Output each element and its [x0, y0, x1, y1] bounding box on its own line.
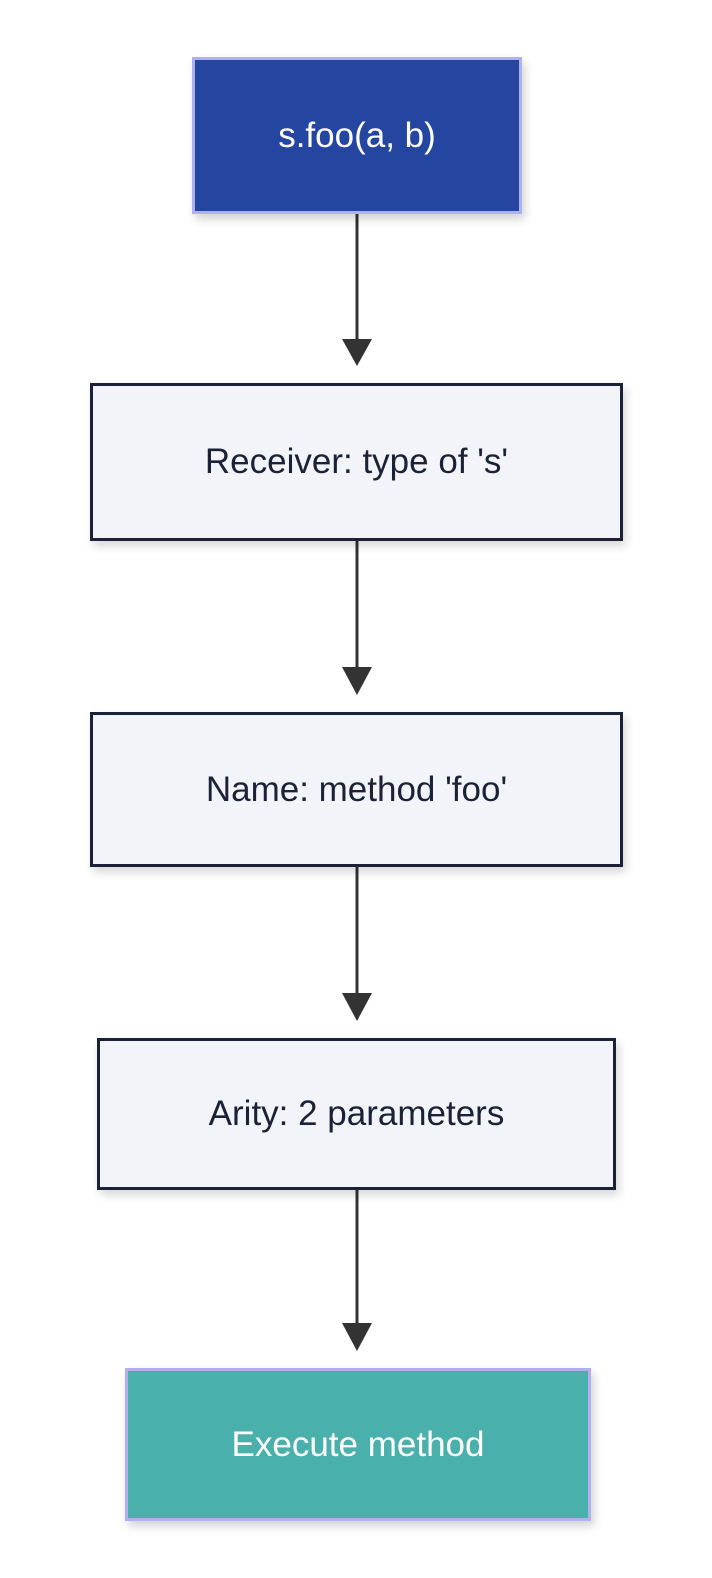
node-start-label: s.foo(a, b)	[278, 115, 436, 155]
node-arity-label: Arity: 2 parameters	[208, 1094, 505, 1133]
node-receiver-label: Receiver: type of 's'	[204, 442, 509, 481]
node-name-label: Name: method 'foo'	[205, 769, 508, 809]
node-execute-label: Execute method	[231, 1424, 485, 1464]
node-start[interactable]: s.foo(a, b)	[192, 57, 522, 214]
edge-start-to-receiver	[342, 214, 372, 366]
edge-name-to-arity	[342, 867, 372, 1021]
node-execute[interactable]: Execute method	[125, 1368, 591, 1521]
node-arity[interactable]: Arity: 2 parameters	[97, 1038, 616, 1190]
node-receiver[interactable]: Receiver: type of 's'	[90, 383, 623, 541]
node-name[interactable]: Name: method 'foo'	[90, 712, 623, 867]
edge-receiver-to-name	[342, 541, 372, 695]
edge-arity-to-execute	[342, 1190, 372, 1351]
